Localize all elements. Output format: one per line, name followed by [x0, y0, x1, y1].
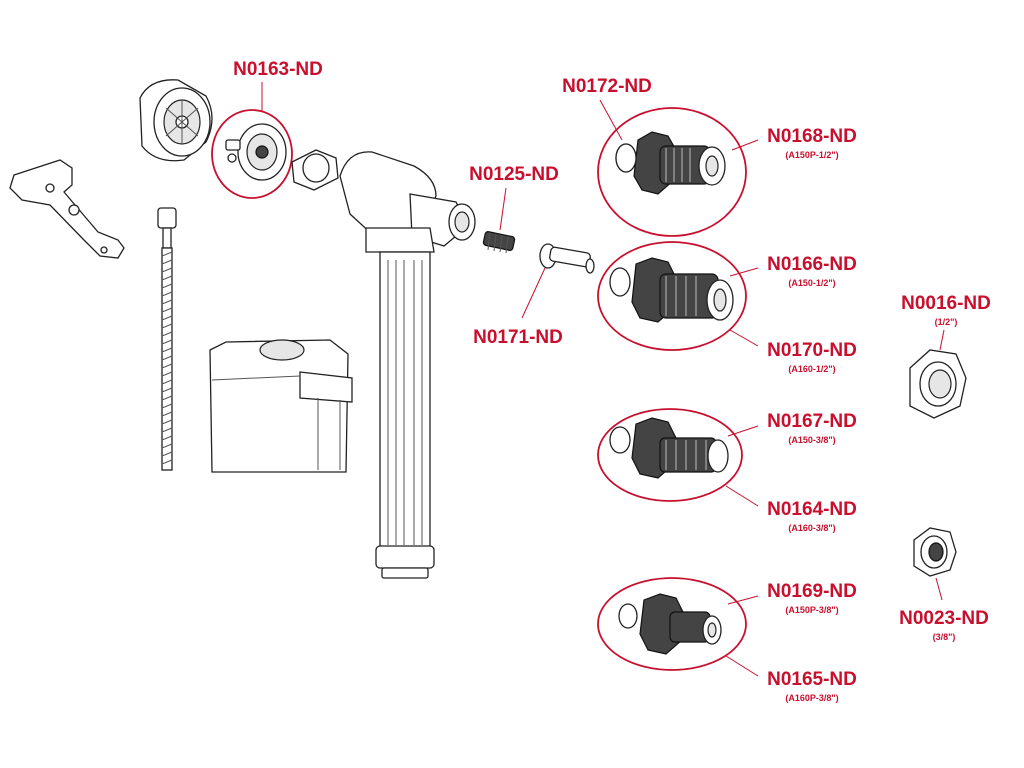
label-n0171: N0171-ND [473, 327, 563, 348]
nut-part-n0023 [913, 527, 957, 577]
leader-n0170 [729, 329, 759, 347]
label-n0163: N0163-ND [233, 59, 323, 80]
threaded-rod [157, 207, 177, 471]
float-lever-arm [9, 159, 125, 259]
callout-ring-group-1 [597, 107, 747, 237]
washer-part-n0172 [615, 143, 637, 173]
leader-n0168 [731, 139, 759, 151]
callout-ring-n0163 [211, 109, 293, 199]
label-n0023: N0023-ND [899, 608, 989, 629]
label-n0169: N0169-ND [767, 581, 857, 602]
valve-stem-part-n0171 [539, 243, 595, 274]
sublabel-n0169: (A150P-3/8") [785, 605, 838, 615]
leader-n0167 [727, 425, 759, 437]
spring-pin-part-n0125 [482, 230, 516, 254]
label-n0170: N0170-ND [767, 340, 857, 361]
leader-n0016 [939, 329, 945, 351]
label-n0166: N0166-ND [767, 254, 857, 275]
leader-n0164 [725, 485, 759, 507]
callout-ring-group-2 [597, 241, 747, 351]
fill-valve-body [339, 151, 476, 579]
retaining-nut [291, 149, 339, 191]
sublabel-n0167: (A150-3/8") [788, 435, 835, 445]
valve-cap [139, 79, 213, 162]
leader-n0169 [727, 595, 759, 605]
label-n0168: N0168-ND [767, 126, 857, 147]
callout-ring-group-4 [597, 577, 747, 671]
label-n0125: N0125-ND [469, 164, 559, 185]
sublabel-n0165: (A160P-3/8") [785, 693, 838, 703]
callout-ring-group-3 [597, 408, 743, 502]
leader-n0125 [499, 187, 507, 231]
label-n0164: N0164-ND [767, 499, 857, 520]
label-n0167: N0167-ND [767, 411, 857, 432]
sublabel-n0168: (A150P-1/2") [785, 150, 838, 160]
inlet-connector-group-1 [597, 107, 747, 237]
label-n0165: N0165-ND [767, 669, 857, 690]
nut-part-n0016 [909, 349, 967, 419]
sublabel-n0166: (A150-1/2") [788, 278, 835, 288]
float-cup [209, 339, 353, 473]
sublabel-n0164: (A160-3/8") [788, 523, 835, 533]
label-n0016: N0016-ND [901, 293, 991, 314]
sublabel-n0170: (A160-1/2") [788, 364, 835, 374]
label-n0172: N0172-ND [562, 76, 652, 97]
leader-n0171 [521, 267, 546, 319]
inlet-connector-group-2 [597, 241, 747, 351]
diaphragm-part-n0163 [225, 123, 287, 181]
leader-n0023 [935, 577, 943, 601]
sublabel-n0016: (1/2") [935, 317, 958, 327]
inlet-connector-group-4 [597, 577, 747, 671]
sublabel-n0023: (3/8") [933, 632, 956, 642]
inlet-connector-group-3 [597, 408, 743, 502]
leader-n0165 [725, 655, 759, 677]
leader-n0172 [599, 99, 623, 141]
leader-n0166 [729, 267, 759, 277]
